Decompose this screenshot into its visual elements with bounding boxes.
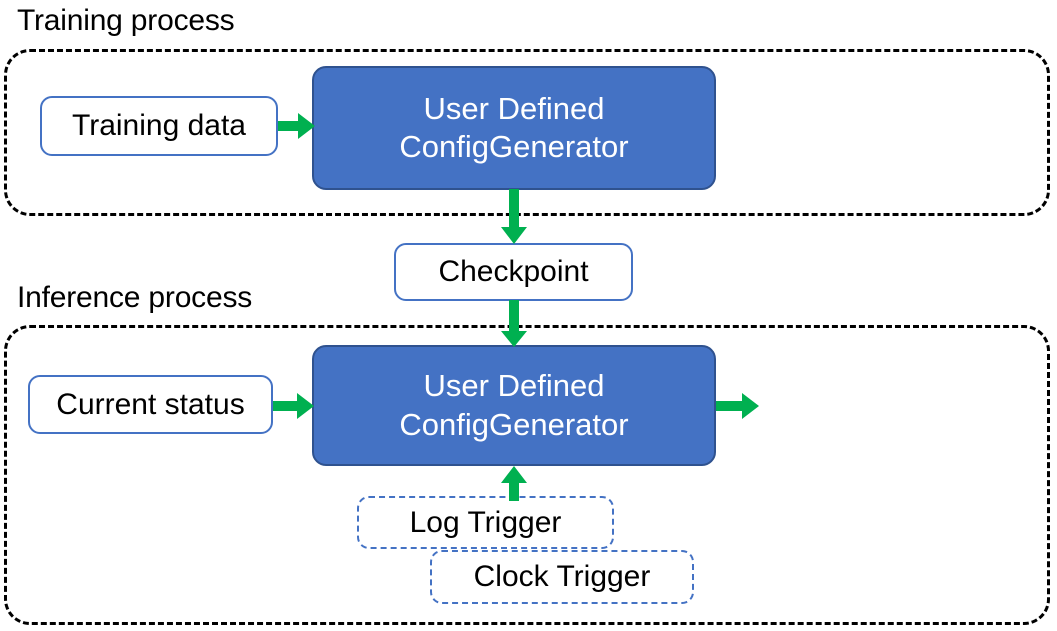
node-user-defined-config-generator-inference[interactable]: User Defined ConfigGenerator <box>312 345 716 466</box>
generator-inference-line2: ConfigGenerator <box>399 406 629 442</box>
node-user-defined-config-generator-training[interactable]: User Defined ConfigGenerator <box>312 66 716 190</box>
node-clock-trigger[interactable]: Clock Trigger <box>430 550 694 604</box>
node-log-trigger[interactable]: Log Trigger <box>357 496 614 549</box>
arrow-checkpoint-to-generator <box>500 300 528 348</box>
arrow-generator-to-output-config <box>716 392 760 420</box>
training-process-container <box>4 49 1050 216</box>
training-process-caption: Training process <box>17 4 235 37</box>
inference-process-container <box>4 325 1050 625</box>
arrow-current-status-to-generator <box>273 392 315 420</box>
node-current-status[interactable]: Current status <box>28 375 273 434</box>
generator-training-line2: ConfigGenerator <box>399 129 629 164</box>
arrow-training-data-to-generator <box>278 112 316 140</box>
inference-process-caption: Inference process <box>17 281 253 314</box>
node-training-data[interactable]: Training data <box>40 96 278 156</box>
generator-training-line1: User Defined <box>423 90 605 126</box>
arrow-generator-to-checkpoint <box>500 189 528 245</box>
generator-inference-line1: User Defined <box>423 368 605 404</box>
arrow-trigger-to-generator <box>500 466 528 502</box>
node-checkpoint[interactable]: Checkpoint <box>394 243 633 301</box>
